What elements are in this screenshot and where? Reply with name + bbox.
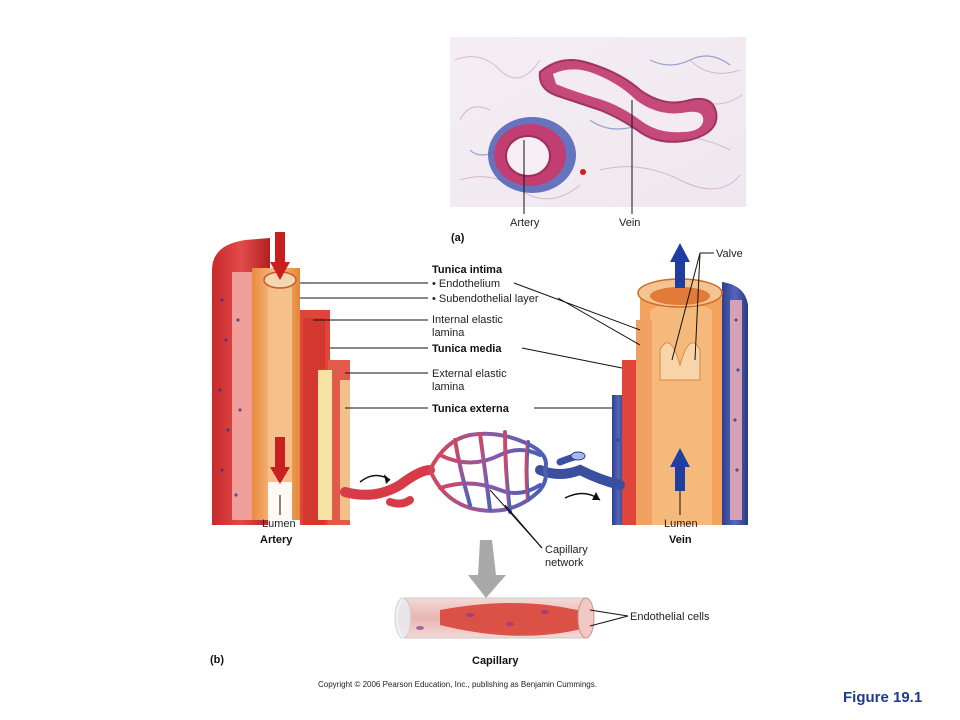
vein-lumen-label: Lumen — [664, 518, 698, 530]
vein-micrograph-label: Vein — [619, 217, 640, 229]
vein-flow-arrow-top — [670, 243, 690, 288]
figure-number: Figure 19.1 — [843, 689, 922, 706]
artery-flow-arrow-top — [270, 232, 290, 280]
artery-lumen-label: Lumen — [262, 518, 296, 530]
vein-title: Vein — [669, 534, 692, 546]
capillary-title: Capillary — [472, 655, 519, 667]
artery-title: Artery — [260, 534, 293, 546]
external-elastic-lamina-label-1: External elastic — [432, 368, 507, 380]
leader-lines — [279, 252, 714, 515]
capillary-network-label-2: network — [545, 557, 584, 569]
tunica-intima-label: Tunica intima — [432, 264, 503, 276]
artery-cutaway — [212, 232, 350, 525]
internal-elastic-lamina-label-1: Internal elastic — [432, 314, 503, 326]
artery-flow-arrow-bottom — [270, 437, 290, 484]
capillary-tube — [394, 597, 629, 639]
endothelium-label: • Endothelium — [432, 278, 500, 290]
vein-flow-arrow-bottom — [670, 448, 690, 491]
tunica-media-label: Tunica media — [432, 343, 502, 355]
capillary-network-label-1: Capillary — [545, 544, 588, 556]
endothelial-cells-label: Endothelial cells — [630, 611, 710, 623]
artery-micrograph-label: Artery — [510, 217, 540, 229]
external-elastic-lamina-label-2: lamina — [432, 381, 465, 393]
capillary-network — [340, 430, 625, 598]
panel-b-label: (b) — [210, 654, 224, 666]
tunica-externa-label: Tunica externa — [432, 403, 510, 415]
panel-a-label: (a) — [451, 232, 465, 244]
internal-elastic-lamina-label-2: lamina — [432, 327, 465, 339]
copyright-text: Copyright © 2006 Pearson Education, Inc.… — [318, 680, 597, 689]
vein-cutaway — [612, 243, 748, 525]
subendothelial-layer-label: • Subendothelial layer — [432, 293, 539, 305]
valve-label: Valve — [716, 248, 743, 260]
micrograph: Artery Vein (a) — [450, 37, 746, 244]
